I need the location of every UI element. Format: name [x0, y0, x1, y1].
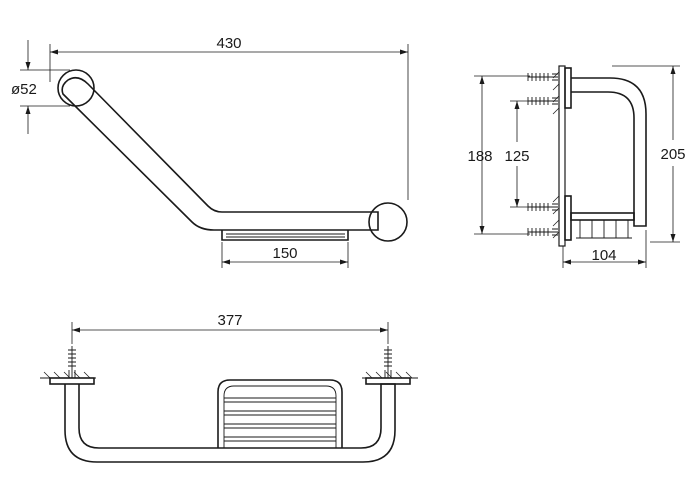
- front-screws: [68, 346, 392, 378]
- front-view: 377: [40, 312, 418, 463]
- dim-430: 430: [216, 35, 241, 52]
- dim-150: 150: [272, 245, 297, 262]
- basket-top-view: [221, 230, 349, 241]
- wall-hatching: [552, 71, 560, 239]
- side-view: 188 125 205 104: [467, 65, 686, 268]
- side-screws: [527, 73, 558, 236]
- dim-188: 188: [467, 148, 492, 165]
- dim-377: 377: [217, 312, 242, 329]
- right-rosette: [368, 202, 408, 242]
- side-tube: [571, 77, 647, 227]
- left-rosette: [57, 69, 95, 107]
- front-tube: [64, 383, 396, 463]
- dim-104: 104: [591, 247, 616, 264]
- dim-125: 125: [504, 148, 529, 165]
- grab-bar-tube: [61, 76, 379, 231]
- front-wall-right: [362, 371, 418, 379]
- dim-diameter: ø52: [11, 81, 37, 98]
- top-view: 430 ø52 150: [11, 35, 409, 268]
- front-wall-left: [40, 371, 96, 379]
- front-basket: [217, 379, 343, 448]
- side-basket: [570, 212, 635, 239]
- dim-205: 205: [660, 146, 685, 163]
